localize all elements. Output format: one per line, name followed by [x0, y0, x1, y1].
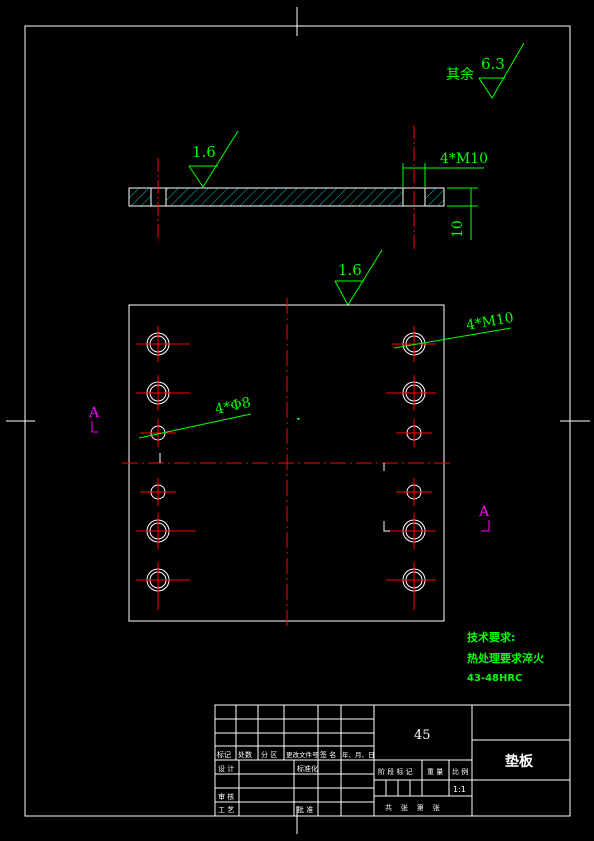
- row-approve: 批 准: [297, 805, 313, 814]
- section-arrow-left: [91, 421, 98, 433]
- weight-label: 重 量: [427, 768, 443, 776]
- title-block: [214, 704, 571, 817]
- technical-notes: 技术要求: 热处理要求淬火 43-48HRC: [467, 630, 545, 684]
- side-thickness: 10: [450, 220, 466, 238]
- scale-value: 1:1: [453, 785, 466, 794]
- col-sign: 签 名: [320, 750, 336, 759]
- notes-heading: 技术要求:: [467, 630, 515, 644]
- row-standard: 标准化: [297, 764, 318, 773]
- roughness-side-value: 1.6: [192, 143, 216, 161]
- sheets-label: 共 张 第 张: [385, 803, 440, 812]
- notes-line1: 热处理要求淬火: [467, 651, 545, 665]
- col-change-no: 更改文件号: [286, 750, 319, 759]
- side-hole-callout: 4*M10: [440, 151, 488, 167]
- hole-group-left: [136, 326, 196, 610]
- col-mark: 标记: [217, 750, 231, 759]
- section-label-left: A: [88, 405, 100, 421]
- tapped-callout: 4*M10: [465, 310, 515, 334]
- col-date: 年、月、日: [342, 750, 375, 759]
- row-design: 设 计: [218, 764, 234, 773]
- plan-view: 4*M10 4*Φ8 A A: [88, 298, 515, 628]
- notes-line2: 43-48HRC: [467, 673, 522, 684]
- pin-callout: 4*Φ8: [214, 395, 253, 418]
- side-view: 1.6 4*M10 10: [128, 125, 488, 250]
- tapped-leader: [393, 327, 512, 349]
- roughness-top-value: 1.6: [338, 261, 362, 279]
- roughness-general-label: 其余: [446, 66, 474, 83]
- col-zone: 分 区: [261, 750, 277, 759]
- row-review: 审 核: [218, 792, 234, 801]
- part-name: 垫板: [505, 753, 534, 770]
- section-label-right: A: [478, 504, 490, 520]
- pin-leader: [138, 413, 252, 439]
- roughness-side-symbol: [188, 130, 239, 188]
- section-arrow-right: [481, 520, 490, 532]
- material-value: 45: [414, 728, 431, 743]
- roughness-general: 其余 6.3: [446, 42, 525, 99]
- section-path: [159, 453, 390, 532]
- col-count: 处数: [238, 750, 252, 759]
- row-process: 工 艺: [218, 806, 234, 814]
- roughness-general-value: 6.3: [481, 55, 505, 73]
- roughness-top: 1.6: [334, 249, 383, 306]
- stage-mark: 阶 段 标 记: [378, 767, 413, 776]
- scale-label: 比 例: [452, 767, 468, 776]
- title-block-text: 45 垫板 1:1 标记 处数 分 区 更改文件号 签 名 年、月、日 设 计 …: [217, 728, 534, 814]
- side-view-body: [128, 187, 445, 207]
- hole-group-right: [386, 326, 436, 610]
